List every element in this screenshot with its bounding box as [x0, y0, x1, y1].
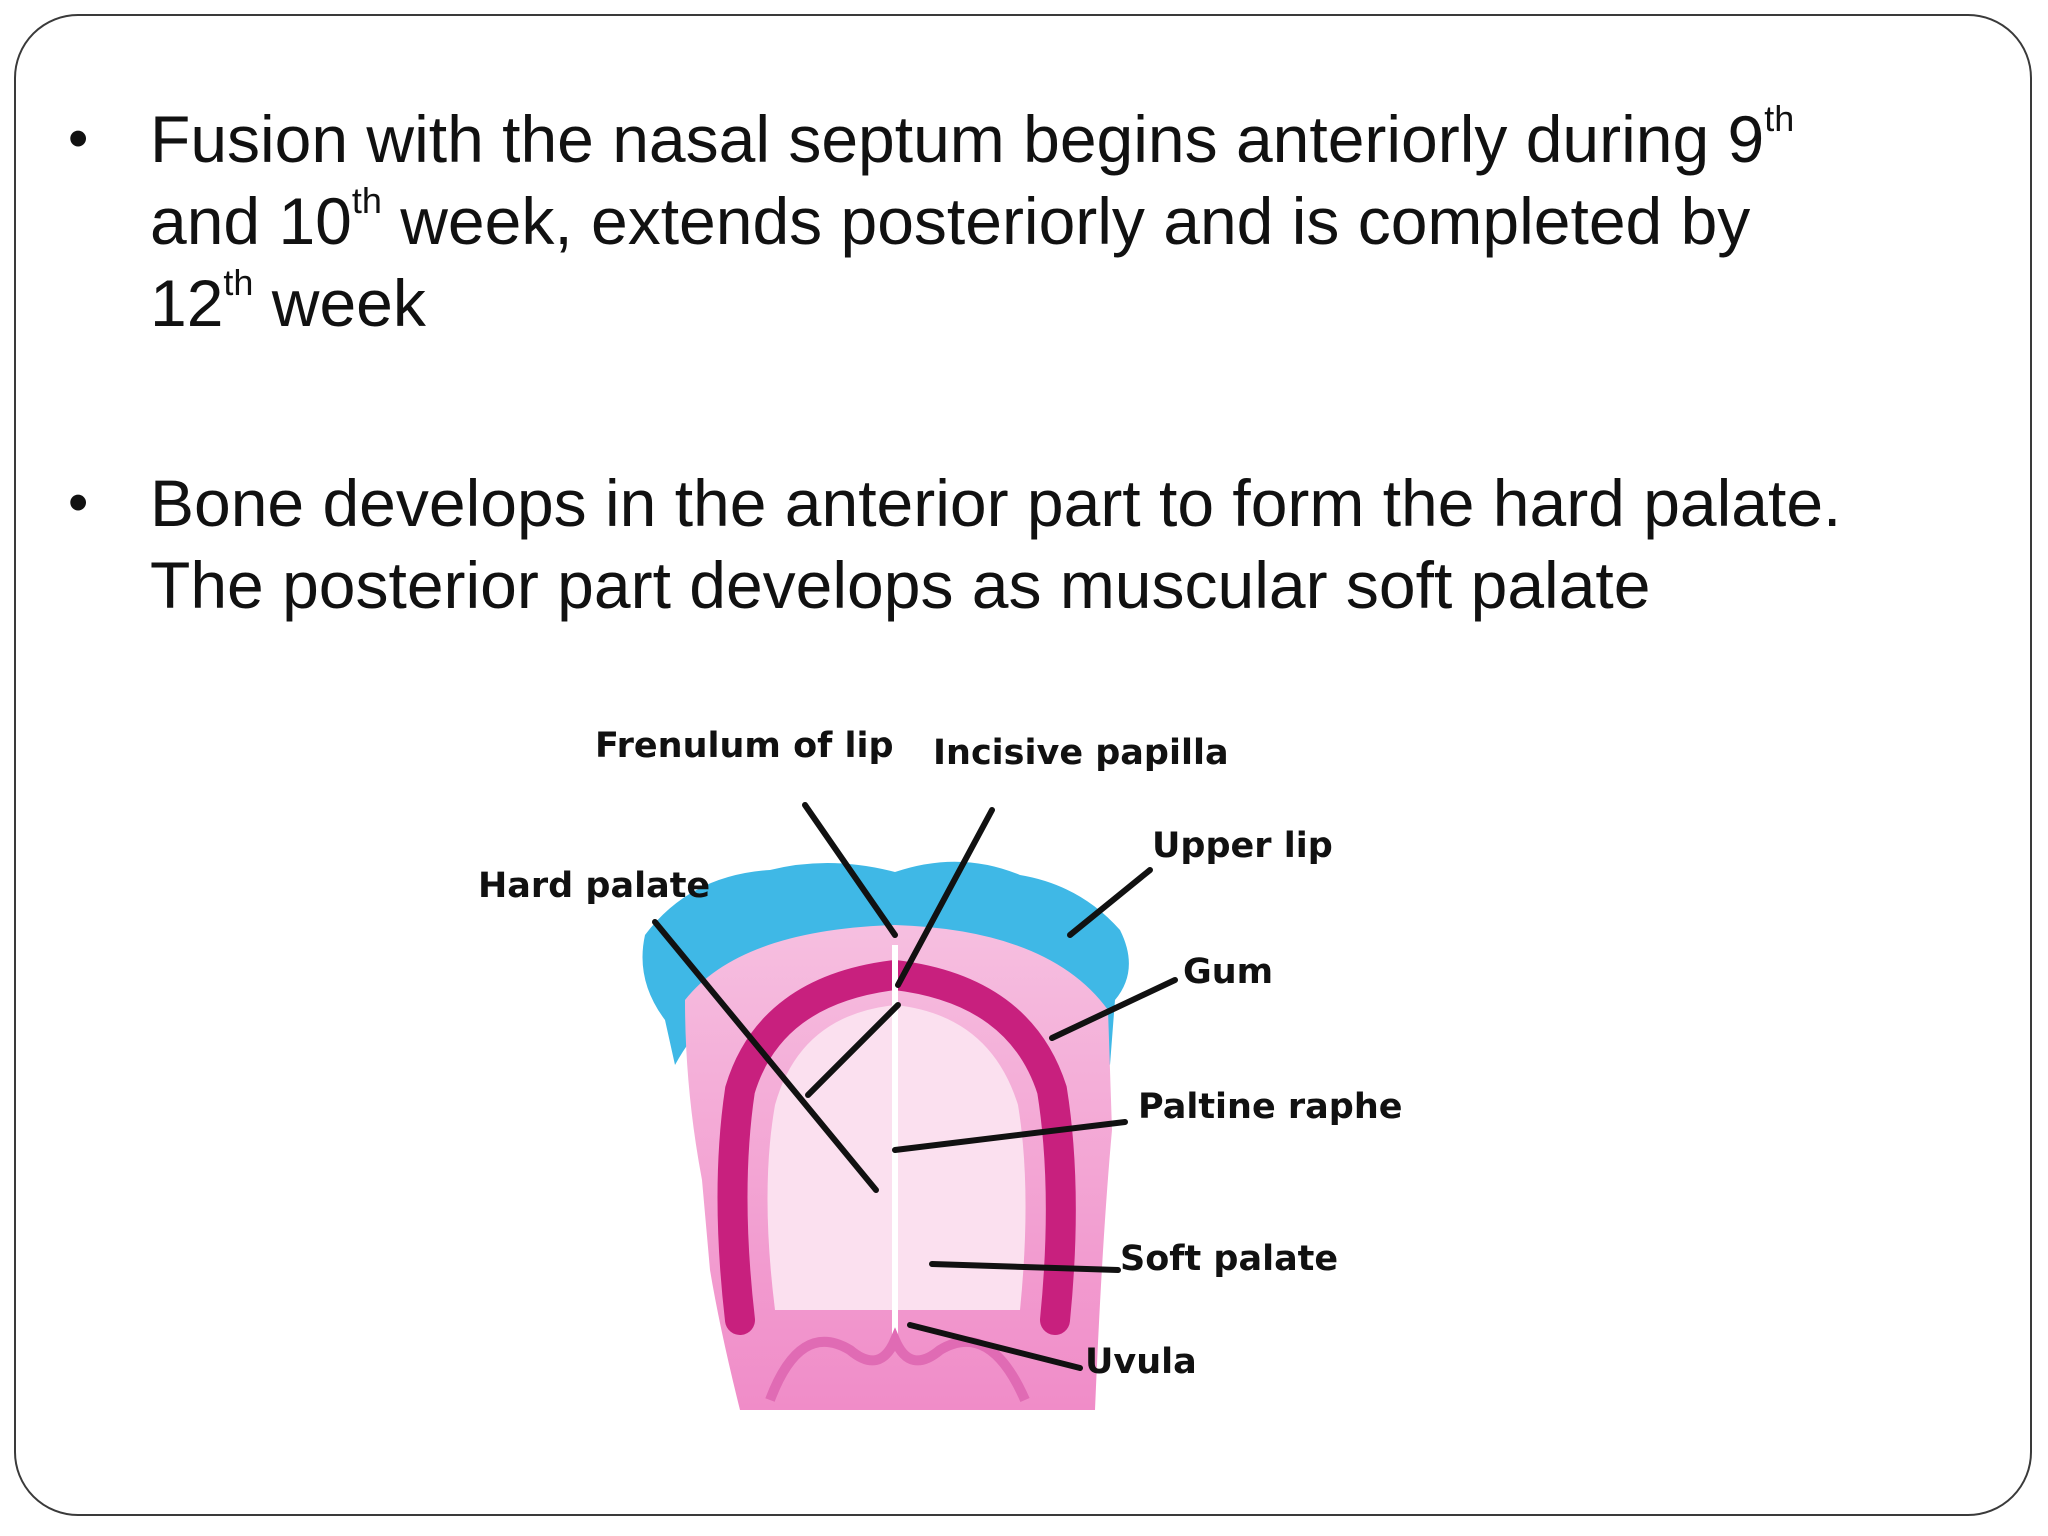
bullet-text: Bone develops in the anterior part to fo…: [150, 462, 1950, 626]
incisive-papilla-leader: [895, 807, 995, 988]
bullet-line: Fusion with the nasal septum begins ante…: [150, 98, 1795, 177]
palate-diagram: Frenulum of lip Incisive papilla Hard pa…: [478, 726, 1402, 1410]
label-hard-palate: Hard palate: [478, 866, 710, 906]
bullet-line: and 10th week, extends posteriorly and i…: [150, 180, 1751, 259]
gum-leader: [1049, 977, 1178, 1041]
bullet-line: The posterior part develops as muscular …: [150, 548, 1651, 622]
palatine-raphe-leader: [892, 1119, 1128, 1153]
label-soft-palate: Soft palate: [1120, 1239, 1338, 1279]
uvula-leader: [907, 1322, 1083, 1371]
hard-palate-leader: [652, 919, 879, 1193]
bullet-line: 12th week: [150, 262, 426, 341]
label-incisive-papilla: Incisive papilla: [933, 733, 1229, 773]
label-gum: Gum: [1183, 952, 1273, 992]
upper-lip-shape: [642, 861, 1129, 1065]
bullet-dot: •: [68, 106, 89, 171]
frenulum-leader: [802, 802, 898, 938]
soft-palate-leader: [929, 1261, 1121, 1273]
leader-lines: [652, 802, 1178, 1371]
incisive-papilla-leader-lower: [805, 1002, 901, 1098]
bullet-line: Bone develops in the anterior part to fo…: [150, 466, 1842, 540]
label-frenulum-of-lip: Frenulum of lip: [595, 726, 894, 766]
bullet-text: Fusion with the nasal septum begins ante…: [150, 98, 1950, 344]
label-upper-lip: Upper lip: [1152, 826, 1333, 866]
bullet-dot: •: [68, 470, 89, 535]
label-palatine-raphe: Paltine raphe: [1138, 1087, 1402, 1127]
upper-lip-leader: [1067, 867, 1153, 938]
label-uvula: Uvula: [1085, 1342, 1197, 1382]
